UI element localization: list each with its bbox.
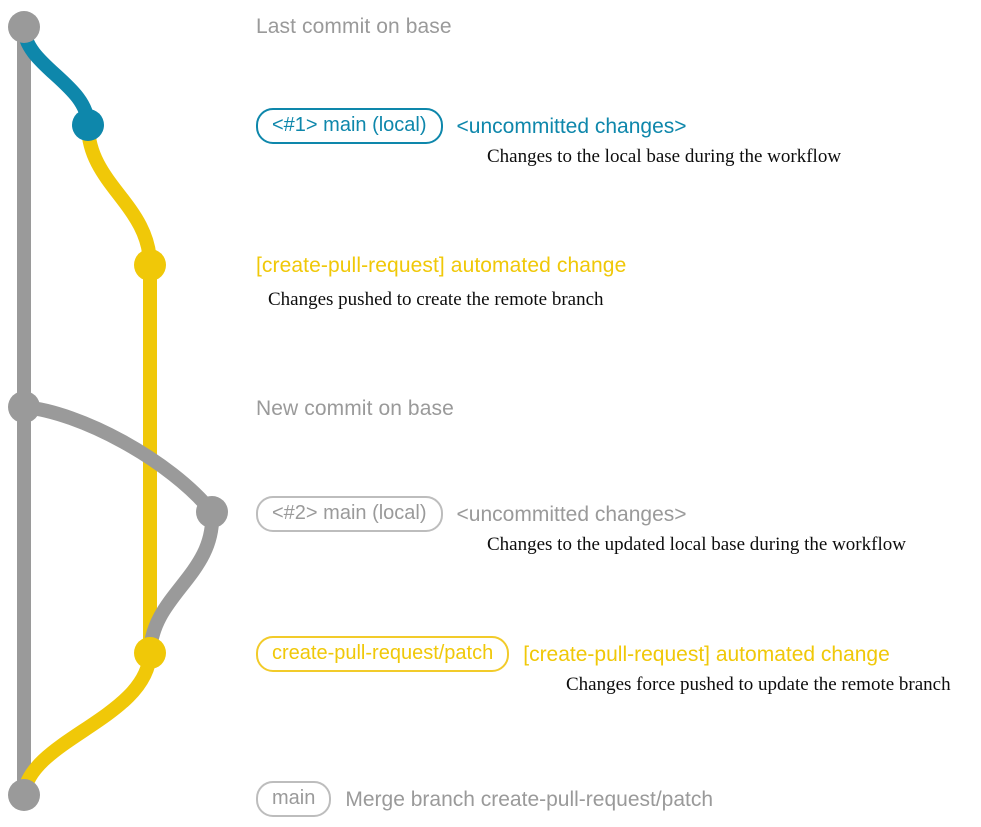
commit-subject: [create-pull-request] automated change bbox=[523, 642, 890, 666]
ref-pill-local-main-1[interactable]: <#1> main (local) bbox=[256, 108, 443, 144]
row-head: New commit on base bbox=[256, 396, 454, 421]
commit-subject: <uncommitted changes> bbox=[456, 502, 687, 526]
commit-subject: <uncommitted changes> bbox=[456, 114, 687, 138]
row-head: <#2> main (local) <uncommitted changes> bbox=[256, 496, 687, 532]
commit-subject: Merge branch create-pull-request/patch bbox=[345, 787, 714, 811]
row-head: main Merge branch create-pull-request/pa… bbox=[256, 781, 713, 817]
commit-note: Changes pushed to create the remote bran… bbox=[268, 289, 604, 310]
commit-subject: New commit on base bbox=[256, 397, 454, 420]
commit-note: Changes to the local base during the wor… bbox=[487, 146, 842, 167]
commit-subject: [create-pull-request] automated change bbox=[256, 254, 627, 277]
commit-subject: Last commit on base bbox=[256, 15, 452, 38]
row-head: create-pull-request/patch [create-pull-r… bbox=[256, 636, 890, 672]
ref-pill-create-pull-request-patch[interactable]: create-pull-request/patch bbox=[256, 636, 510, 672]
commit-note: Changes force pushed to update the remot… bbox=[566, 674, 951, 695]
ref-pill-main[interactable]: main bbox=[256, 781, 332, 817]
row-head: Last commit on base bbox=[256, 14, 452, 39]
row-head: [create-pull-request] automated change bbox=[256, 253, 626, 278]
ref-pill-local-main-2[interactable]: <#2> main (local) bbox=[256, 496, 443, 532]
commit-note: Changes to the updated local base during… bbox=[487, 534, 906, 555]
row-head: <#1> main (local) <uncommitted changes> bbox=[256, 108, 687, 144]
